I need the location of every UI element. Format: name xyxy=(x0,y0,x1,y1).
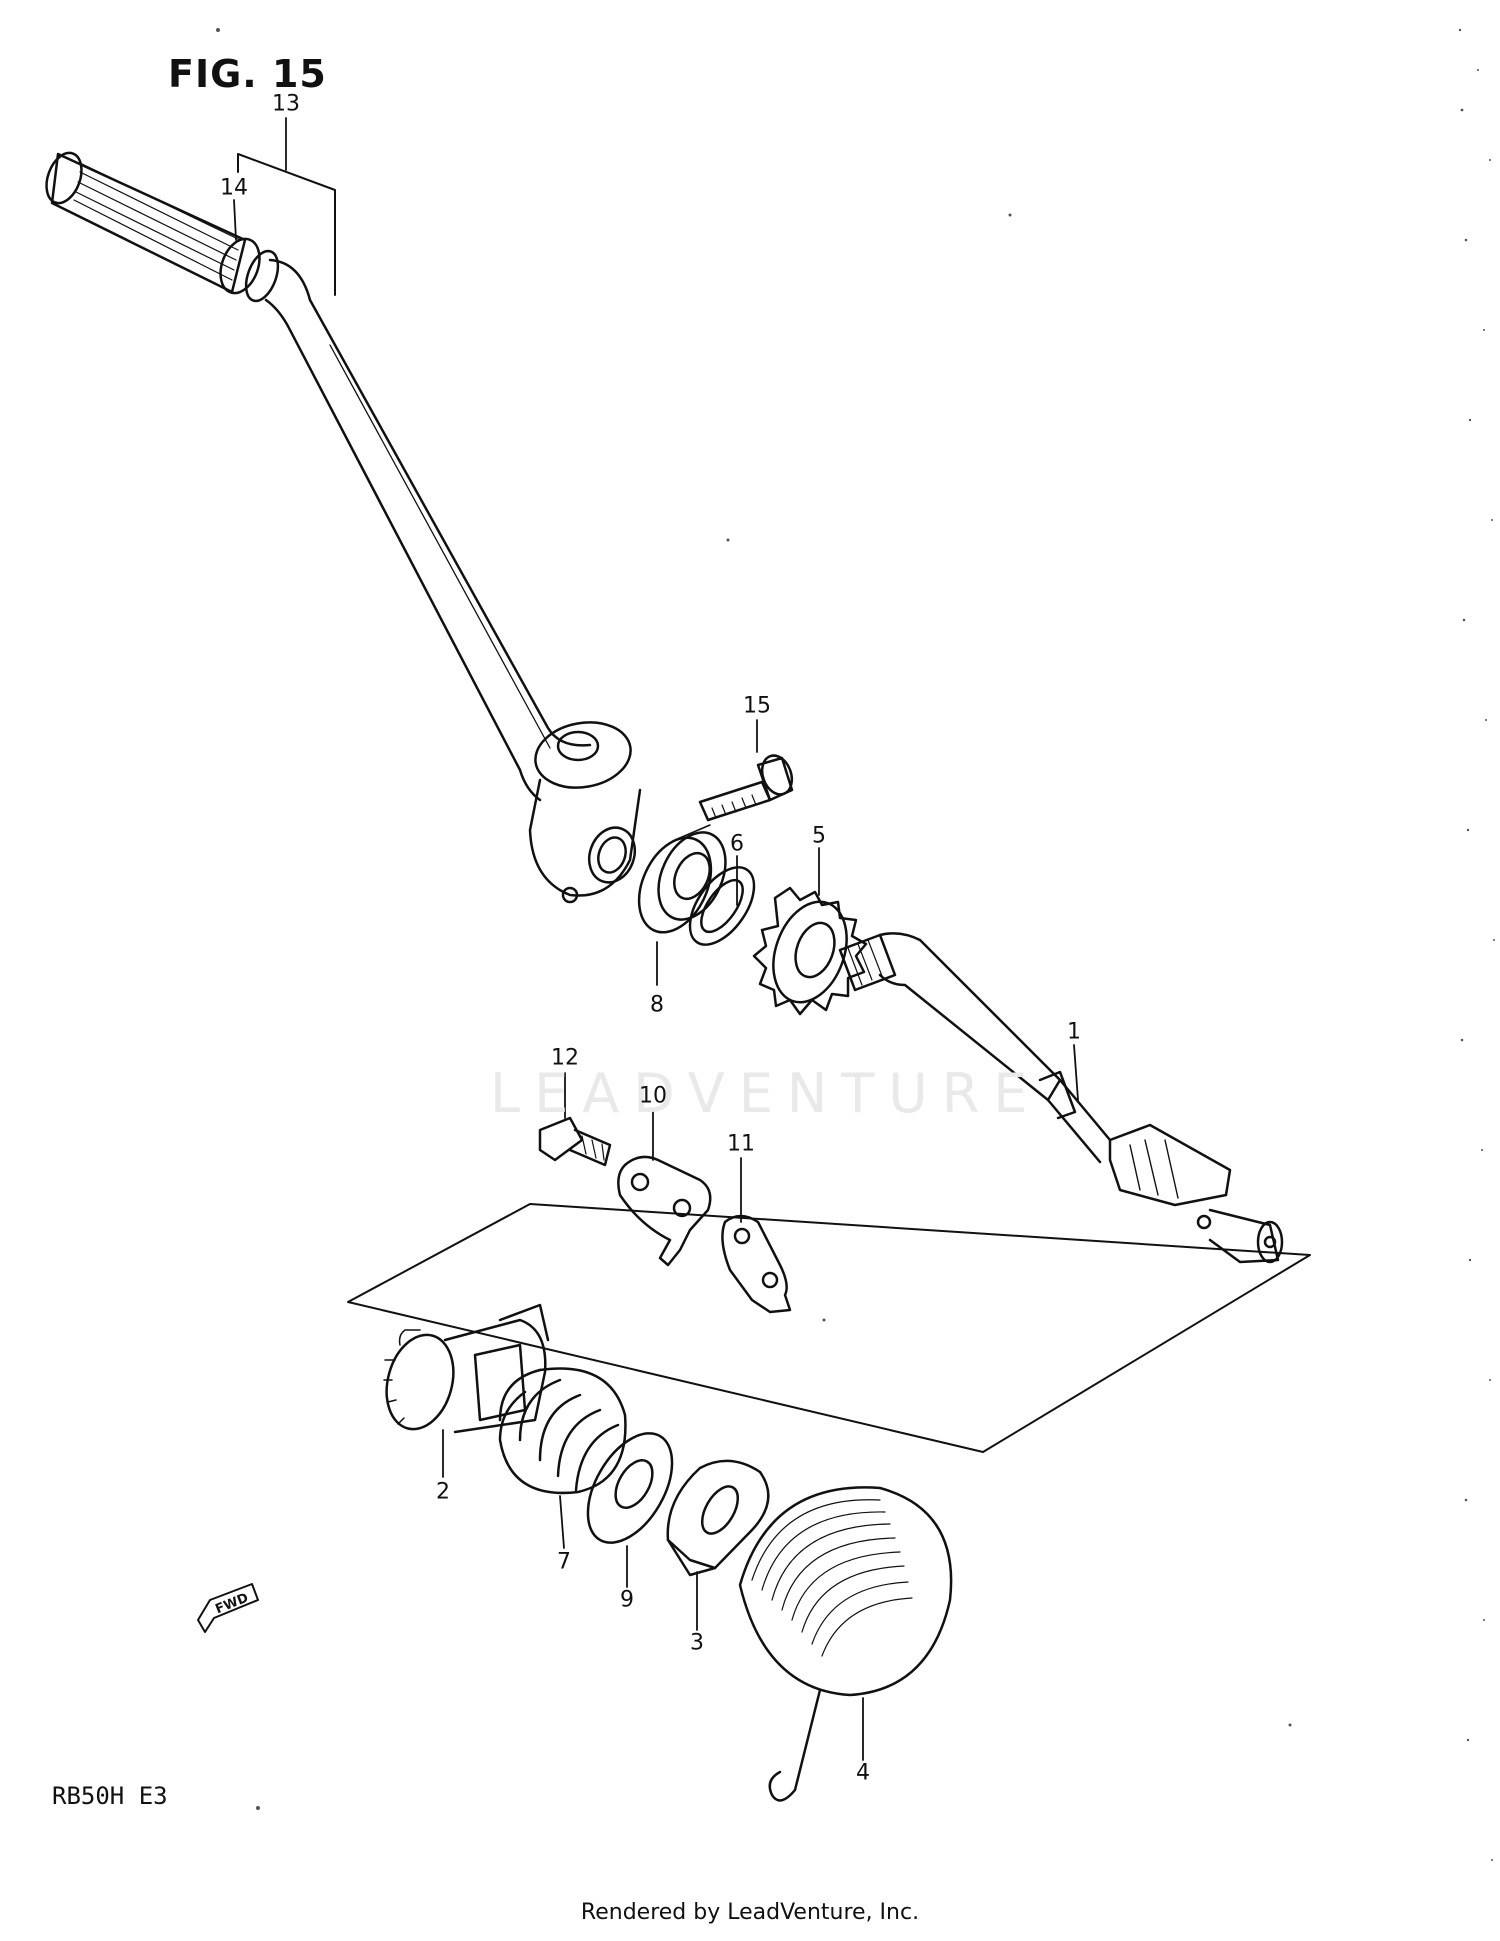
kick-shaft-1 xyxy=(838,932,1284,1264)
figure-title: FIG. 15 xyxy=(168,52,327,96)
ratchet-2 xyxy=(383,1303,550,1434)
gear-5 xyxy=(752,886,868,1016)
model-code: RB50H E3 xyxy=(52,1782,168,1810)
callout-7: 7 xyxy=(557,1549,571,1575)
watermark: LEADVENTURE xyxy=(490,1062,1042,1125)
callout-13: 13 xyxy=(272,91,300,117)
callout-4: 4 xyxy=(856,1760,870,1786)
washer-6 xyxy=(688,866,756,946)
guide-3 xyxy=(666,1459,770,1577)
callout-14: 14 xyxy=(220,175,248,201)
callout-10: 10 xyxy=(639,1083,667,1109)
return-spring-4 xyxy=(738,1486,953,1802)
scan-noise xyxy=(216,28,1495,1861)
plate-11 xyxy=(721,1214,792,1314)
callout-9: 9 xyxy=(620,1587,634,1613)
callout-15: 15 xyxy=(743,693,771,719)
bolt-15 xyxy=(698,754,794,822)
fwd-arrow-icon xyxy=(197,1583,259,1633)
callout-5: 5 xyxy=(812,823,826,849)
spring-7 xyxy=(498,1367,627,1495)
footer-credit: Rendered by LeadVenture, Inc. xyxy=(580,1900,920,1925)
kick-lever xyxy=(45,151,642,904)
washer-9 xyxy=(586,1432,674,1544)
leader-lines xyxy=(233,117,1079,1761)
callout-1: 1 xyxy=(1067,1019,1081,1045)
callout-6: 6 xyxy=(730,831,744,857)
callout-2: 2 xyxy=(436,1479,450,1505)
callout-8: 8 xyxy=(650,992,664,1018)
callout-12: 12 xyxy=(551,1045,579,1071)
bolt-12 xyxy=(538,1116,612,1167)
callout-3: 3 xyxy=(690,1630,704,1656)
callout-11: 11 xyxy=(727,1131,755,1157)
